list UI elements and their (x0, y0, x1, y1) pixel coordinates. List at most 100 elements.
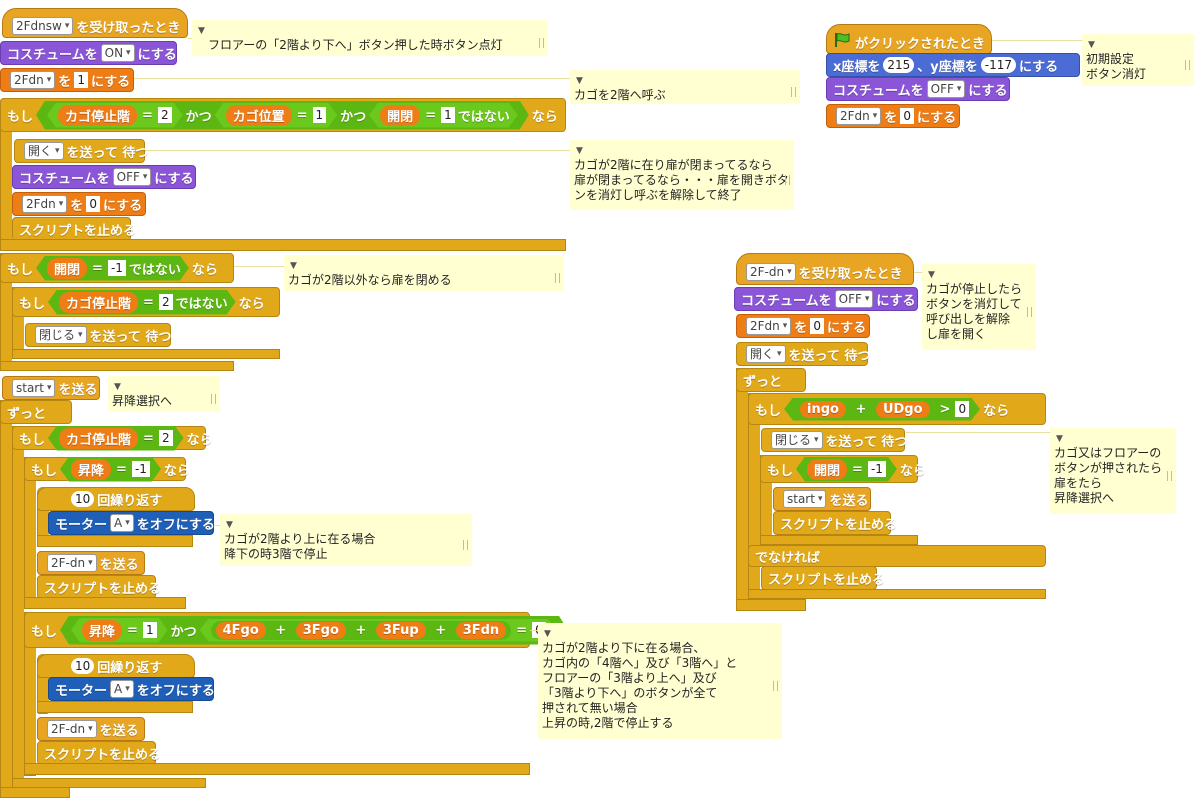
message-dropdown[interactable]: 閉じる (771, 431, 823, 449)
value-input[interactable]: -1 (108, 260, 126, 276)
comment-note[interactable]: ▼ カゴを2階へ呼ぶ (570, 70, 800, 104)
resize-grip-icon[interactable] (1185, 60, 1190, 70)
comment-note[interactable]: ▼ 昇降選択へ (108, 376, 220, 412)
message-dropdown[interactable]: 2F-dn (746, 263, 796, 281)
broadcast-block[interactable]: start を送る (2, 376, 100, 400)
value-input[interactable]: 0 (900, 108, 914, 124)
if-else-header[interactable]: もし ingo + UDgo > 0 なら (748, 393, 1046, 425)
value-input[interactable]: 0 (86, 196, 100, 212)
comment-note[interactable]: ▼ カゴ又はフロアーの ボタンが押されたら 扉をたら 昇降選択へ (1050, 428, 1176, 514)
if-block-header[interactable]: もし 昇降 = -1 なら (24, 457, 190, 482)
repeat-block[interactable]: 10 回繰り返す (37, 487, 195, 511)
message-dropdown[interactable]: start (783, 490, 827, 508)
broadcast-and-wait-block[interactable]: 開く を送って 待つ (14, 139, 148, 163)
stop-script-block[interactable]: スクリプトを止める (12, 217, 136, 241)
message-dropdown[interactable]: 閉じる (35, 326, 87, 344)
variable-dropdown[interactable]: 2Fdn (746, 317, 792, 335)
value-input[interactable]: -1 (868, 461, 886, 477)
collapse-triangle-icon[interactable]: ▼ (290, 261, 297, 271)
if-block-header[interactable]: もし 開閉 = -1 なら (760, 455, 926, 483)
variable-reporter[interactable]: 開閉 (807, 459, 847, 480)
message-dropdown[interactable]: start (12, 379, 56, 397)
value-input[interactable]: 1 (143, 622, 157, 638)
variable-reporter[interactable]: 3Fup (376, 622, 426, 639)
when-flag-clicked-hat[interactable]: がクリックされたとき (826, 24, 992, 54)
condition-gt[interactable]: ingo + UDgo > 0 (784, 398, 980, 421)
value-input[interactable]: 1 (441, 107, 455, 123)
set-variable-block[interactable]: 2Fdn を 0 にする (826, 104, 960, 128)
value-input[interactable]: 0 (810, 318, 824, 334)
variable-reporter[interactable]: カゴ停止階 (59, 292, 138, 313)
comment-note[interactable]: ▼ カゴが2階以外なら扉を閉める (284, 255, 564, 291)
set-variable-block[interactable]: 2Fdn を 1 にする (0, 68, 134, 92)
variable-reporter[interactable]: UDgo (876, 401, 930, 418)
condition[interactable]: カゴ停止階 = 2 かつ カゴ位置 = 1 かつ 開閉 = 1 ではない (36, 101, 529, 130)
message-dropdown[interactable]: 開く (746, 345, 786, 363)
variable-reporter[interactable]: カゴ停止階 (58, 105, 137, 126)
broadcast-and-wait-block[interactable]: 閉じる を送って 待つ (761, 428, 907, 452)
variable-dropdown[interactable]: 2Fdn (22, 195, 68, 213)
value-input[interactable]: 2 (158, 107, 172, 123)
when-receive-hat[interactable]: 2F-dn を受け取ったとき (736, 253, 914, 285)
condition[interactable]: 昇降 = 1 かつ 4Fgo + 3Fgo + 3Fup + 3Fdn = 0 (60, 616, 568, 645)
variable-reporter[interactable]: 3Fdn (456, 622, 507, 639)
stop-script-block[interactable]: スクリプトを止める (37, 741, 161, 765)
motor-off-block[interactable]: モーター A をオフにする (48, 677, 215, 701)
forever-block[interactable]: ずっと (736, 368, 806, 392)
resize-grip-icon[interactable] (785, 175, 790, 185)
broadcast-and-wait-block[interactable]: 開く を送って 待つ (736, 342, 870, 366)
message-dropdown[interactable]: 開く (24, 142, 64, 160)
costume-dropdown[interactable]: OFF (926, 80, 966, 98)
set-variable-block[interactable]: 2Fdn を 0 にする (12, 192, 146, 216)
variable-reporter[interactable]: 昇降 (82, 620, 122, 641)
costume-dropdown[interactable]: OFF (112, 168, 152, 186)
value-input[interactable]: 1 (313, 107, 327, 123)
comment-note[interactable]: ▼ 初期設定 ボタン消灯 (1082, 34, 1194, 86)
costume-dropdown[interactable]: OFF (834, 290, 874, 308)
variable-dropdown[interactable]: 2Fdn (836, 107, 882, 125)
condition-not-eq[interactable]: 開閉 = -1 ではない (36, 256, 189, 281)
resize-grip-icon[interactable] (539, 38, 544, 48)
condition-eq[interactable]: 開閉 = -1 (796, 457, 897, 482)
if-block-header[interactable]: もし 開閉 = -1 ではない なら (0, 253, 234, 283)
broadcast-block[interactable]: start を送る (773, 487, 871, 511)
motor-off-block[interactable]: モーター A をオフにする (48, 511, 215, 535)
message-dropdown[interactable]: 2Fdnsw (12, 17, 74, 35)
collapse-triangle-icon[interactable]: ▼ (576, 76, 583, 86)
condition-not-eq[interactable]: カゴ停止階 = 2 ではない (48, 290, 236, 315)
comment-note[interactable]: ▼ カゴが2階に在り扉が閉まってるなら 扉が閉まってるなら・・・扉を開きボタ ン… (570, 140, 794, 210)
condition-eq[interactable]: 昇降 = -1 (60, 457, 161, 482)
if-block-header[interactable]: もし カゴ停止階 = 2 なら (12, 426, 213, 451)
repeat-count-input[interactable]: 10 (71, 658, 95, 674)
message-dropdown[interactable]: 2F-dn (47, 554, 97, 572)
broadcast-block[interactable]: 2F-dn を送る (37, 717, 145, 741)
condition-eq[interactable]: カゴ停止階 = 2 (48, 426, 184, 451)
switch-costume-block[interactable]: コスチュームを OFF にする (734, 287, 918, 311)
variable-reporter[interactable]: 3Fgo (296, 622, 346, 639)
collapse-triangle-icon[interactable]: ▼ (1056, 434, 1063, 444)
collapse-triangle-icon[interactable]: ▼ (198, 26, 205, 36)
variable-reporter[interactable]: 開閉 (47, 258, 87, 279)
resize-grip-icon[interactable] (1027, 307, 1032, 317)
resize-grip-icon[interactable] (1167, 471, 1172, 481)
costume-dropdown[interactable]: ON (100, 44, 135, 62)
stop-script-block[interactable]: スクリプトを止める (37, 575, 161, 599)
comment-note[interactable]: ▼ カゴが停止したら ボタンを消灯して 呼び出しを解除 し扉を開く (922, 264, 1036, 350)
value-input[interactable]: 1 (74, 72, 88, 88)
collapse-triangle-icon[interactable]: ▼ (544, 629, 551, 639)
repeat-block[interactable]: 10 回繰り返す (37, 654, 195, 678)
stop-script-block[interactable]: スクリプトを止める (773, 511, 897, 535)
comment-note[interactable]: ▼ カゴが2階より上に在る場合 降下の時3階で停止 (220, 514, 472, 566)
stop-script-block[interactable]: スクリプトを止める (761, 566, 885, 590)
variable-dropdown[interactable]: 2Fdn (10, 71, 56, 89)
message-dropdown[interactable]: 2F-dn (47, 720, 97, 738)
variable-reporter[interactable]: 開閉 (380, 105, 420, 126)
resize-grip-icon[interactable] (791, 87, 796, 97)
resize-grip-icon[interactable] (211, 394, 216, 404)
collapse-triangle-icon[interactable]: ▼ (1088, 40, 1095, 50)
variable-reporter[interactable]: 昇降 (71, 459, 111, 480)
switch-costume-block[interactable]: コスチュームを OFF にする (826, 77, 1010, 101)
variable-reporter[interactable]: 4Fgo (216, 622, 266, 639)
motor-port-dropdown[interactable]: A (110, 514, 134, 532)
if-block-header[interactable]: もし カゴ停止階 = 2 かつ カゴ位置 = 1 かつ 開閉 = 1 ではない … (0, 98, 566, 132)
